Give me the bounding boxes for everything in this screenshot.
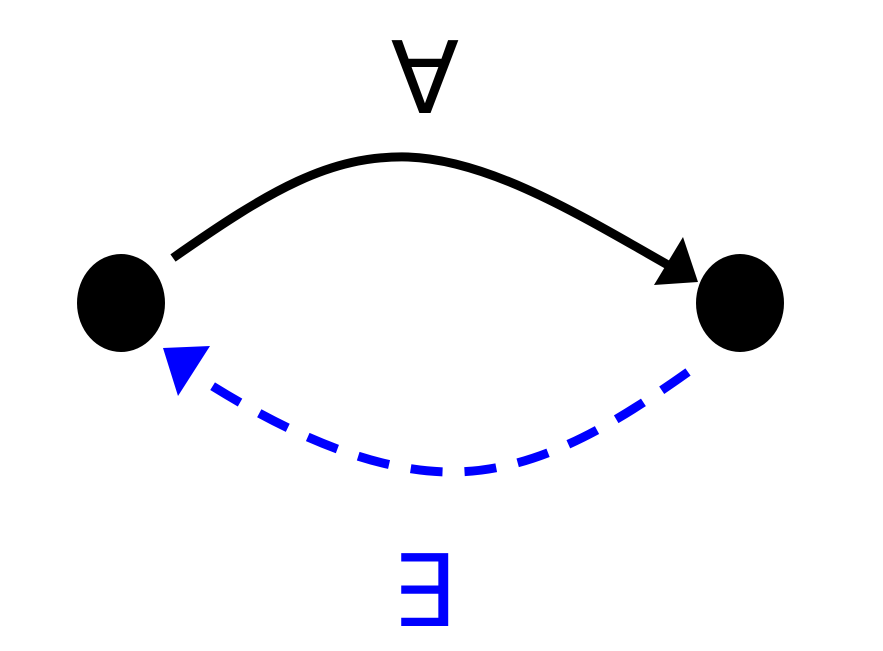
exists-edge (192, 368, 691, 477)
forall-arrowhead (654, 237, 698, 285)
exists-label: ∃ (391, 533, 454, 650)
left-node (77, 254, 165, 352)
forall-label: ∀ (391, 20, 459, 137)
exists-arrowhead (163, 346, 210, 396)
right-node (696, 254, 784, 352)
forall-edge (170, 152, 671, 269)
